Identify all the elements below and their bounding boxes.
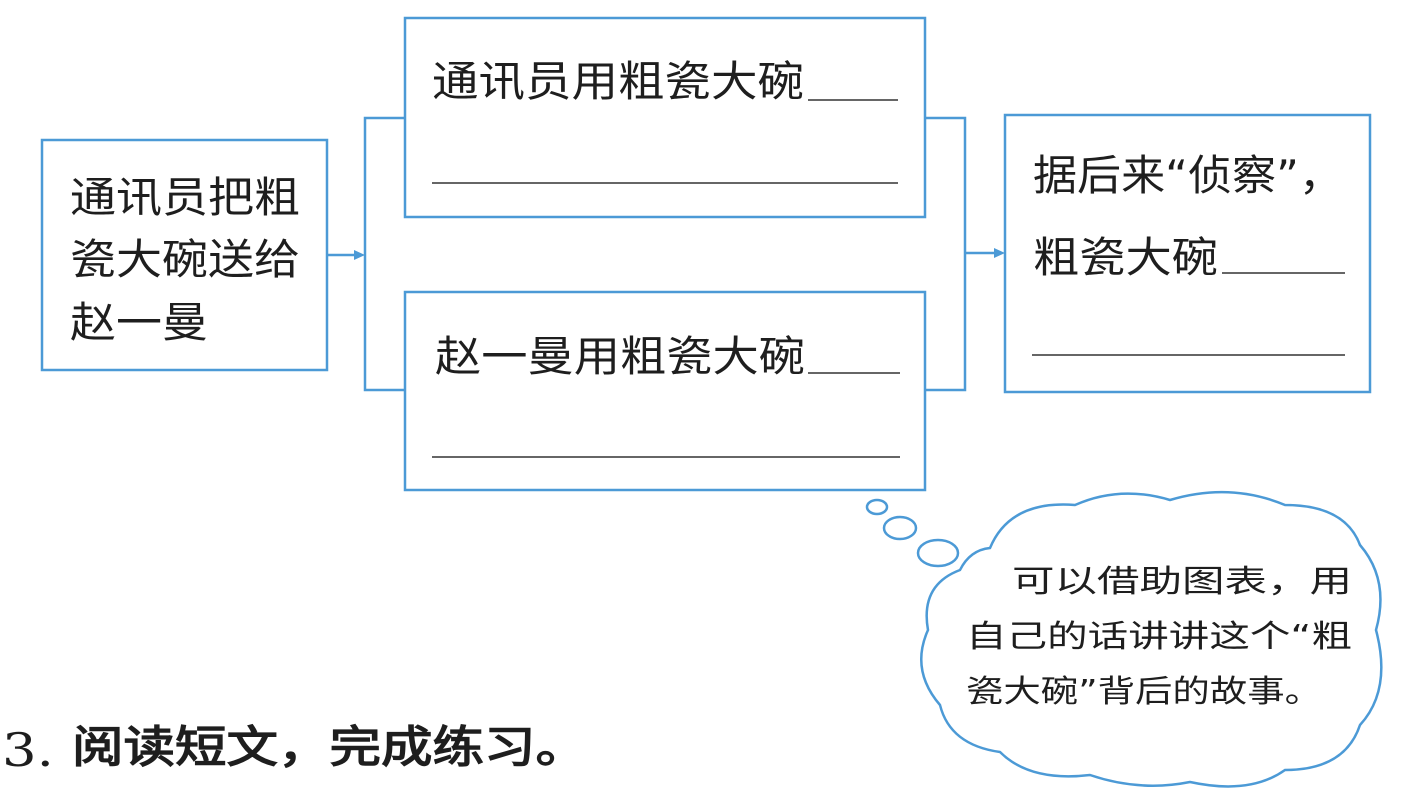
- thought-dot-small: [865, 498, 889, 516]
- top-box-text: 通讯员用粗瓷大碗: [432, 57, 804, 106]
- exercise-heading: 3. 阅读短文，完成练习。: [2, 722, 587, 777]
- left-arrow-head: [354, 250, 365, 260]
- top-box: 通讯员用粗瓷大碗: [403, 16, 927, 219]
- right-bracket: [925, 116, 967, 392]
- right-box-line-2: 粗瓷大碗: [1033, 233, 1218, 282]
- thought-dot-large: [916, 538, 960, 568]
- right-box-frame: [1003, 113, 1372, 394]
- thought-line-1: 可以借助图表，用: [1012, 564, 1352, 600]
- left-box-line-2: 瓷大碗送给: [70, 235, 300, 284]
- left-box-frame: [40, 138, 329, 372]
- thought-bubble: 可以借助图表，用 自己的话讲讲这个“粗 瓷大碗”背后的故事。: [865, 490, 1383, 788]
- left-box-line-1: 通讯员把粗: [70, 173, 300, 222]
- exercise-title: 阅读短文，完成练习。: [72, 722, 587, 773]
- thought-cloud: [920, 490, 1383, 788]
- bottom-box: 赵一曼用粗瓷大碗: [403, 290, 927, 492]
- bottom-box-text: 赵一曼用粗瓷大碗: [435, 332, 805, 381]
- left-arrow: [327, 250, 365, 260]
- thought-line-3: 瓷大碗”背后的故事。: [966, 674, 1322, 710]
- right-box-line-1: 据后来“侦察”，: [1033, 151, 1343, 200]
- left-box-line-3: 赵一曼: [70, 298, 208, 347]
- bottom-box-frame: [403, 290, 927, 492]
- thought-dot-medium: [882, 515, 918, 541]
- exercise-number: 3.: [2, 723, 54, 777]
- right-box: 据后来“侦察”， 粗瓷大碗: [1003, 113, 1372, 394]
- top-box-frame: [403, 16, 927, 219]
- left-box: 通讯员把粗 瓷大碗送给 赵一曼: [40, 138, 329, 372]
- thought-line-2: 自己的话讲讲这个“粗: [966, 619, 1352, 655]
- right-arrow-head: [994, 248, 1005, 258]
- left-bracket: [363, 116, 405, 392]
- right-arrow: [965, 248, 1005, 258]
